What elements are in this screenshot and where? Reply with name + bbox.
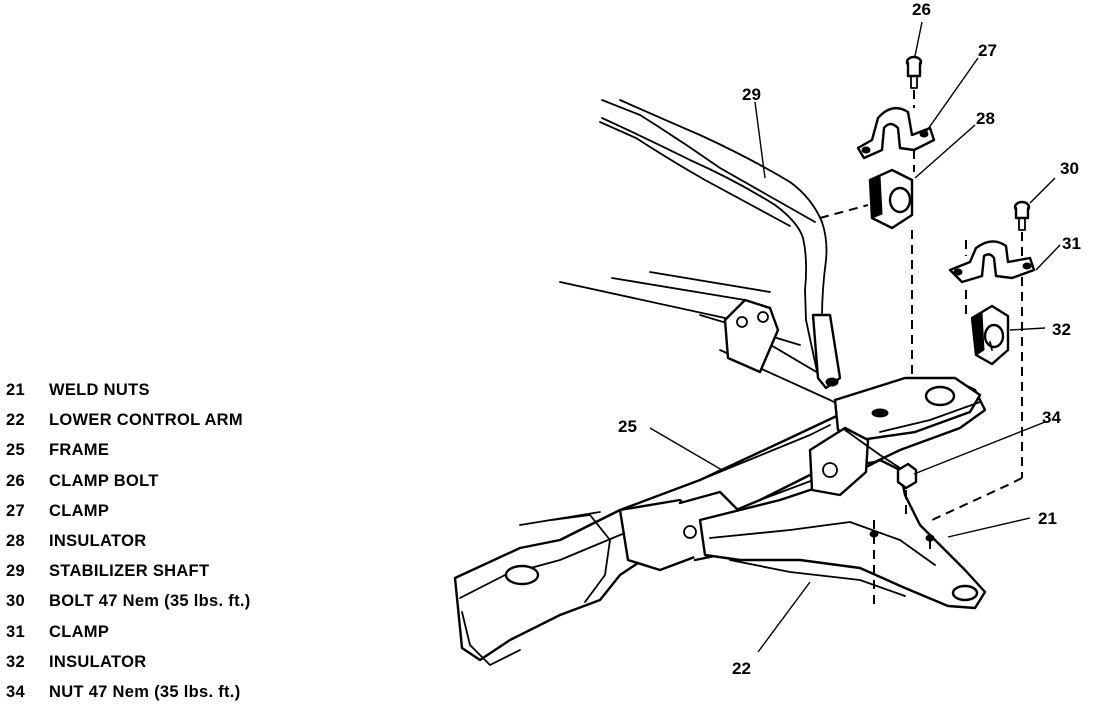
legend-number: 29 [6, 562, 25, 581]
callout-30: 30 [1060, 159, 1079, 178]
legend-number: 25 [6, 441, 25, 460]
nut-34 [869, 462, 935, 610]
legend-item: 21 WELD NUTS [6, 378, 251, 408]
legend-item: 26 CLAMP BOLT [6, 469, 251, 499]
callout-31: 31 [1062, 234, 1081, 253]
legend-item: 28 INSULATOR [6, 529, 251, 559]
insulator-28 [819, 168, 914, 375]
legend-label: BOLT 47 Nem (35 lbs. ft.) [49, 592, 251, 611]
insulator-32 [970, 304, 1010, 366]
legend-item: 30 BOLT 47 Nem (35 lbs. ft.) [6, 589, 251, 619]
legend-number: 31 [6, 622, 25, 641]
callout-labels: 26 27 28 29 30 31 32 34 25 21 22 [618, 0, 1081, 678]
legend-label: WELD NUTS [49, 381, 150, 399]
frame-background-lines [559, 99, 851, 411]
stabilizer-shaft [601, 99, 842, 390]
legend-number: 30 [6, 592, 25, 611]
legend-number: 22 [6, 411, 25, 430]
legend-item: 31 CLAMP [6, 620, 251, 650]
legend-number: 32 [6, 652, 25, 671]
legend-label: LOWER CONTROL ARM [49, 411, 243, 430]
legend-label: CLAMP BOLT [49, 471, 159, 490]
callout-21: 21 [1038, 509, 1057, 528]
legend-number: 28 [6, 531, 25, 550]
bolt-30 [931, 200, 1031, 521]
legend-number: 34 [6, 682, 25, 701]
callout-32: 32 [1052, 320, 1071, 339]
legend-number: 27 [6, 501, 25, 520]
legend-label: INSULATOR [49, 531, 147, 550]
legend-label: STABILIZER SHAFT [49, 562, 210, 581]
legend-label: NUT 47 Nem (35 lbs. ft.) [49, 682, 241, 701]
legend-label: CLAMP [49, 501, 110, 520]
legend-label: INSULATOR [49, 652, 147, 671]
callout-29: 29 [742, 85, 761, 104]
legend-item: 32 INSULATOR [6, 650, 251, 680]
callout-34: 34 [1042, 408, 1061, 427]
lower-control-arm [698, 426, 987, 610]
legend-item: 25 FRAME [6, 438, 251, 468]
legend-label: CLAMP [49, 622, 110, 641]
callout-26: 26 [912, 0, 931, 19]
legend-item: 27 CLAMP [6, 499, 251, 529]
callout-28: 28 [976, 109, 995, 128]
clamp-bolt-26 [905, 55, 923, 108]
legend-item: 29 STABILIZER SHAFT [6, 559, 251, 589]
clamp-27 [856, 106, 936, 172]
legend-label: FRAME [49, 441, 110, 460]
callout-22: 22 [732, 659, 751, 678]
frame-bracket [723, 298, 780, 374]
legend-number: 21 [6, 381, 25, 399]
clamp-31 [948, 240, 1036, 320]
callout-27: 27 [978, 41, 997, 60]
legend-number: 26 [6, 471, 25, 490]
callout-25: 25 [618, 417, 637, 436]
leader-lines [649, 21, 1061, 653]
legend-item: 22 LOWER CONTROL ARM [6, 408, 251, 438]
legend-item: 34 NUT 47 Nem (35 lbs. ft.) [6, 680, 251, 710]
